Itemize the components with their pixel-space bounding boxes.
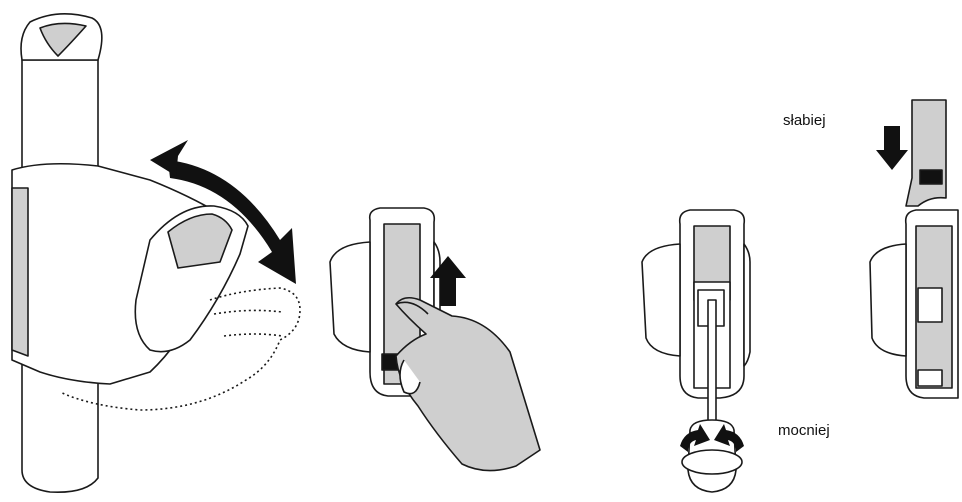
screwdriver-shaft [708,300,716,430]
panel-screwdriver [642,210,750,492]
panel-strength [870,100,958,398]
panel-slide-up [330,208,540,471]
panel-pole-clamp [12,14,300,492]
down-arrow-icon [876,126,908,170]
label-stronger: mocniej [778,422,830,439]
insert-strip [906,100,946,206]
label-weaker: słabiej [783,112,826,129]
